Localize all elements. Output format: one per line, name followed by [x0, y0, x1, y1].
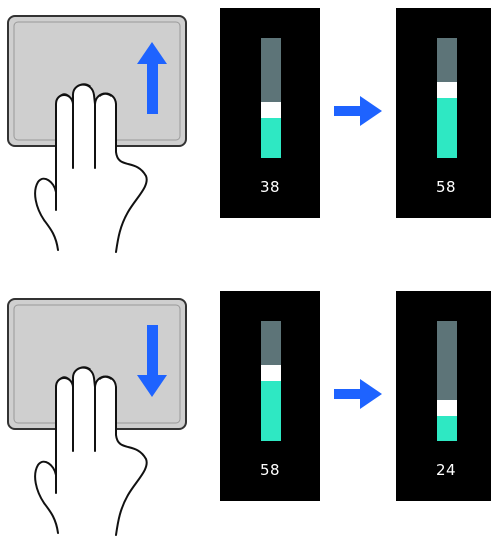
meter-thumb [261, 364, 281, 381]
volume-panel-after: 58 [396, 8, 491, 218]
volume-panel-before: 58 [220, 291, 320, 501]
meter-thumb [437, 81, 457, 98]
meter-thumb [437, 400, 457, 417]
swipe-down-arrow-icon [137, 325, 167, 397]
volume-panel-after: 24 [396, 291, 491, 501]
meter-fill [437, 416, 457, 441]
meter-thumb [261, 102, 281, 119]
transition-arrow-icon [334, 96, 382, 126]
transition-arrow-icon [334, 379, 382, 409]
level-value: 58 [435, 178, 457, 196]
gesture-row-swipe-up: 38 58 [0, 0, 491, 270]
level-value: 58 [259, 461, 281, 479]
meter-fill [437, 97, 457, 158]
swipe-up-arrow-icon [137, 42, 167, 114]
level-meter [261, 321, 281, 441]
meter-fill [261, 118, 281, 158]
gesture-row-swipe-down: 58 24 [0, 283, 491, 553]
level-meter [437, 38, 457, 158]
touchpad-illustration [7, 298, 187, 536]
level-value: 38 [259, 178, 281, 196]
hand-icon [34, 83, 148, 253]
level-value: 24 [435, 461, 457, 479]
level-meter [437, 321, 457, 441]
meter-fill [261, 380, 281, 441]
touchpad-illustration [7, 15, 187, 253]
hand-icon [34, 366, 148, 536]
volume-panel-before: 38 [220, 8, 320, 218]
level-meter [261, 38, 281, 158]
